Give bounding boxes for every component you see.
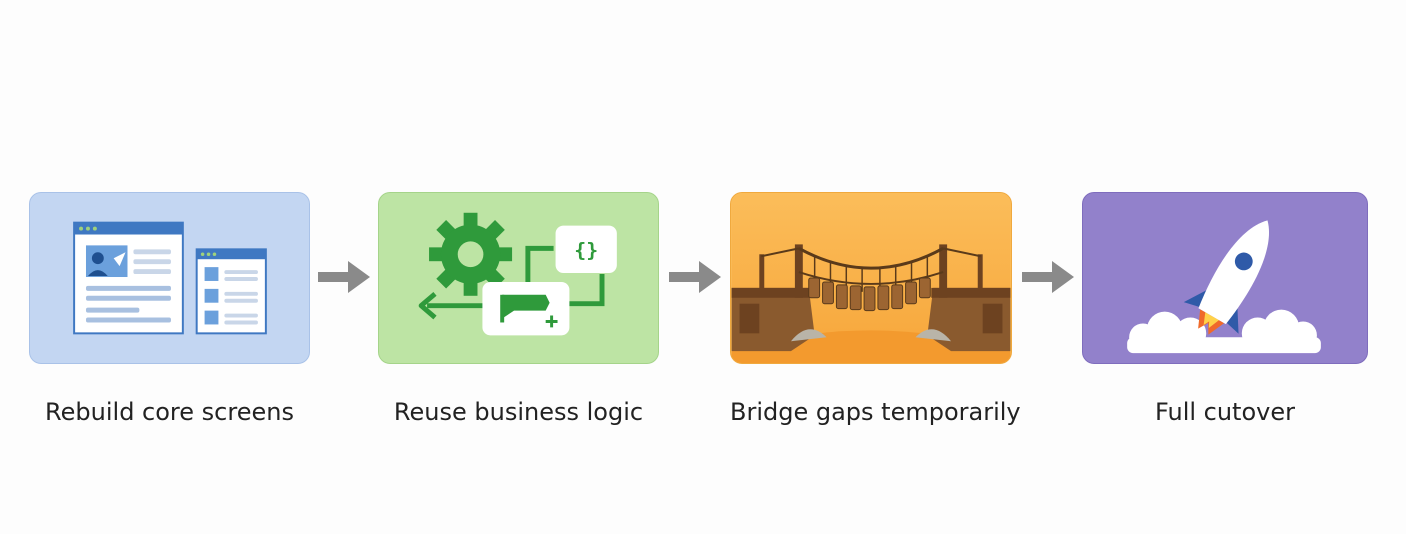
flow-arrow-1 [316,258,372,296]
stage-label: Rebuild core screens [45,398,294,426]
stage-label: Full cutover [1154,398,1295,426]
gear-code-icon: {} [418,212,617,336]
rocket-icon [1127,220,1321,354]
screens-icon [73,221,267,335]
stage-full-cutover [1082,192,1368,364]
code-braces-glyph: {} [574,239,598,262]
stage-bridge-gaps-temporarily [730,192,1012,364]
stage-label: Reuse business logic [393,398,644,426]
bridge-icon [731,193,1011,363]
gear-icon [429,212,513,296]
flow-arrow-3 [1020,258,1076,296]
stage-reuse-business-logic: {} [378,192,659,364]
stage-label: Bridge gaps temporarily [730,398,1021,426]
stage-rebuild-core-screens [29,192,310,364]
flow-arrow-2 [667,258,723,296]
